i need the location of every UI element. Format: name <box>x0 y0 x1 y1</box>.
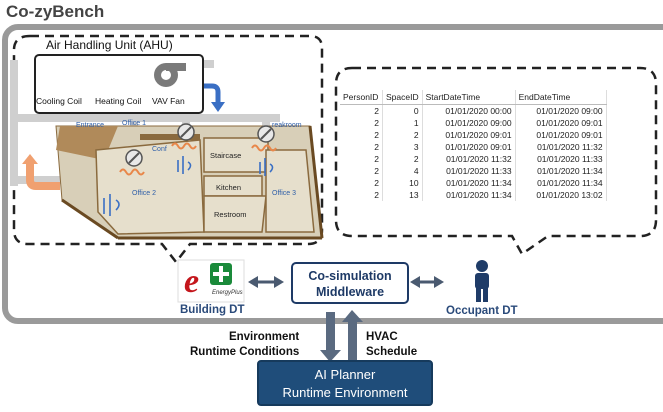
column-header: SpaceID <box>382 90 423 105</box>
heating-coil-label: Heating Coil <box>95 96 142 106</box>
table-cell: 2 <box>340 129 383 141</box>
table-cell: 01/01/2020 11:33 <box>422 165 516 177</box>
table-cell: 2 <box>340 189 383 201</box>
column-header: EndDateTime <box>515 90 607 105</box>
table-row: 2 4 01/01/2020 11:33 01/01/2020 11:34 <box>340 165 607 177</box>
table-row: 2 3 01/01/2020 09:01 01/01/2020 11:32 <box>340 141 607 153</box>
room-label-restroom: Restroom <box>214 210 247 219</box>
building-dt-label: Building DT <box>180 304 245 316</box>
table-cell: 13 <box>382 189 423 201</box>
airflow-icon <box>259 158 274 176</box>
environment-label-line1: Environment <box>228 331 300 343</box>
table-cell: 01/01/2020 11:34 <box>422 177 516 189</box>
table-cell: 3 <box>382 141 423 153</box>
table-cell: 01/01/2020 09:01 <box>515 129 607 141</box>
vav-fan-label: VAV Fan <box>152 96 185 106</box>
table-row: 2 1 01/01/2020 09:00 01/01/2020 09:01 <box>340 117 607 129</box>
table-cell: 01/01/2020 09:01 <box>422 129 516 141</box>
table-cell: 01/01/2020 11:34 <box>422 189 516 201</box>
ai-planner-line1: AI Planner <box>314 367 376 382</box>
airflow-icon <box>177 156 192 174</box>
diffuser-icon <box>171 123 197 150</box>
cooling-coil-label: Cooling Coil <box>36 96 82 106</box>
bidirectional-arrow <box>410 276 444 288</box>
svg-text:e: e <box>184 263 199 300</box>
table-cell: 2 <box>340 141 383 153</box>
hvac-label-line1: HVAC <box>366 331 398 343</box>
middleware-line2: Middleware <box>315 285 385 299</box>
building-bubble <box>12 34 324 265</box>
diffuser-icon <box>119 149 145 176</box>
table-cell: 01/01/2020 11:34 <box>515 165 607 177</box>
ahu-title: Air Handling Unit (AHU) <box>44 38 175 52</box>
table-cell: 2 <box>340 177 383 189</box>
table-cell: 01/01/2020 09:00 <box>515 104 607 117</box>
column-header: StartDateTime <box>422 90 516 105</box>
person-icon <box>475 260 489 302</box>
environment-flow-label: Environment Runtime Conditions <box>190 330 299 360</box>
table-cell: 2 <box>340 165 383 177</box>
table-cell: 2 <box>382 153 423 165</box>
energyplus-logo: e <box>177 259 245 303</box>
vav-fan-icon <box>154 63 186 87</box>
return-air-arrow <box>26 162 60 190</box>
diffuser-icon <box>251 125 277 152</box>
table-cell: 10 <box>382 177 423 189</box>
room-label-staircase: Staircase <box>210 151 242 160</box>
occupant-dt-label: Occupant DT <box>446 305 518 317</box>
environment-arrow-down <box>320 312 341 362</box>
table-cell: 01/01/2020 11:32 <box>515 141 607 153</box>
building-floorplan <box>55 125 324 240</box>
environment-label-line2: Runtime Conditions <box>190 346 300 358</box>
table-cell: 2 <box>382 129 423 141</box>
occupancy-table: PersonID SpaceID StartDateTime EndDateTi… <box>340 90 607 201</box>
room-label-office1: Office 1 <box>122 120 146 127</box>
table-cell: 01/01/2020 13:02 <box>515 189 607 201</box>
middleware-line1: Co-simulation <box>308 269 392 283</box>
table-cell: 2 <box>340 153 383 165</box>
room-label-entrance: Entrance <box>76 122 105 129</box>
table-cell: 01/01/2020 11:33 <box>515 153 607 165</box>
table-header-row: PersonID SpaceID StartDateTime EndDateTi… <box>340 90 607 105</box>
table-cell: 01/01/2020 09:00 <box>422 117 516 129</box>
occupant-bubble <box>334 66 658 256</box>
table-row: 2 13 01/01/2020 11:34 01/01/2020 13:02 <box>340 189 607 201</box>
energyplus-logo-text: EnergyPlus <box>212 290 243 296</box>
column-header: PersonID <box>340 90 383 105</box>
ai-planner-box: AI Planner Runtime Environment <box>257 360 433 406</box>
room-label-office3: Office 3 <box>272 190 296 197</box>
table-cell: 1 <box>382 117 423 129</box>
airflow-icon <box>103 194 120 216</box>
table-cell: 01/01/2020 00:00 <box>422 104 516 117</box>
table-cell: 0 <box>382 104 423 117</box>
table-row: 2 2 01/01/2020 11:32 01/01/2020 11:33 <box>340 153 607 165</box>
table-cell: 2 <box>340 104 383 117</box>
hvac-flow-label: HVAC Schedule <box>366 330 417 360</box>
table-cell: 01/01/2020 11:34 <box>515 177 607 189</box>
table-cell: 2 <box>340 117 383 129</box>
table-cell: 01/01/2020 11:32 <box>422 153 516 165</box>
table-cell: 4 <box>382 165 423 177</box>
ai-planner-line2: Runtime Environment <box>282 385 408 400</box>
room-label-kitchen: Kitchen <box>216 183 242 192</box>
hvac-label-line2: Schedule <box>366 346 418 358</box>
cosimulation-middleware-box: Co-simulation Middleware <box>291 262 409 304</box>
table-cell: 01/01/2020 09:01 <box>422 141 516 153</box>
app-title: Co-zyBench <box>6 2 105 21</box>
hvac-arrow-up <box>342 310 363 360</box>
table-row: 2 0 01/01/2020 00:00 01/01/2020 09:00 <box>340 104 607 117</box>
room-label-breakroom: reakroom <box>272 122 302 129</box>
table-row: 2 2 01/01/2020 09:01 01/01/2020 09:01 <box>340 129 607 141</box>
table-row: 2 10 01/01/2020 11:34 01/01/2020 11:34 <box>340 177 607 189</box>
room-label-office2: Office 2 <box>132 190 156 197</box>
room-label-conf: Conf <box>152 146 167 153</box>
supply-air-arrow <box>200 83 221 104</box>
table-cell: 01/01/2020 09:01 <box>515 117 607 129</box>
bidirectional-arrow <box>248 276 284 288</box>
